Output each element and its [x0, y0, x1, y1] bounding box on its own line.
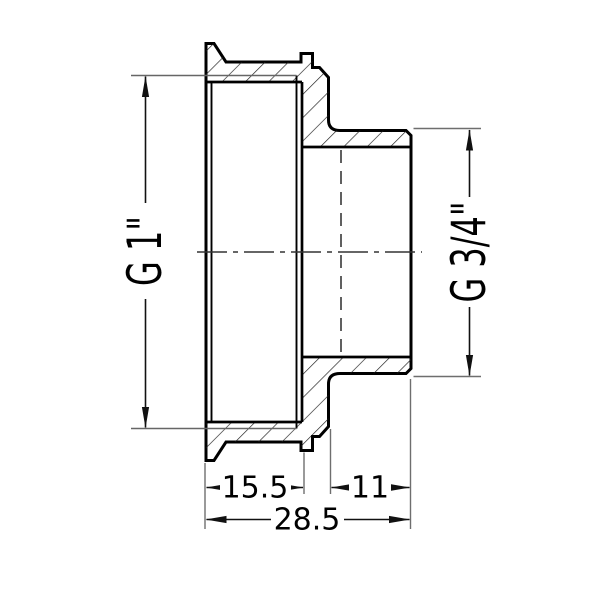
dimension-label-g1: G 1" [119, 216, 173, 286]
dimension-15-5: 15.5 [206, 470, 304, 506]
dimension-label-15-5: 15.5 [222, 471, 289, 506]
label-background [220, 470, 291, 504]
hatch-region [206, 43, 301, 82]
label-background [271, 502, 344, 536]
dimension-label-11: 11 [351, 471, 389, 506]
arrowhead-left [205, 515, 227, 524]
arrowhead-up [141, 76, 150, 97]
dimension-11: 11 [331, 470, 410, 506]
dimension-g1: G 1" [119, 76, 173, 428]
thread-lines [131, 74, 297, 430]
arrowhead-right [389, 483, 410, 492]
arrowhead-left [331, 483, 352, 492]
dimension-28-5: 28.5 [205, 502, 410, 538]
length-extension-lines [204, 379, 412, 529]
arrowhead-up [465, 129, 474, 151]
dimension-label-g34: G 3/4" [443, 201, 497, 302]
dimension-g34: G 3/4" [413, 127, 497, 378]
label-background [349, 470, 391, 504]
arrowhead-right [389, 515, 410, 524]
hatch-region [206, 422, 301, 461]
arrowhead-down [465, 355, 474, 376]
dimension-label-28-5: 28.5 [274, 503, 341, 538]
label-background [126, 203, 164, 299]
label-background [450, 197, 489, 307]
arrowhead-down [141, 407, 150, 428]
hatch-region [301, 53, 411, 147]
section-hatching [206, 43, 411, 461]
hatch-region [301, 357, 411, 451]
